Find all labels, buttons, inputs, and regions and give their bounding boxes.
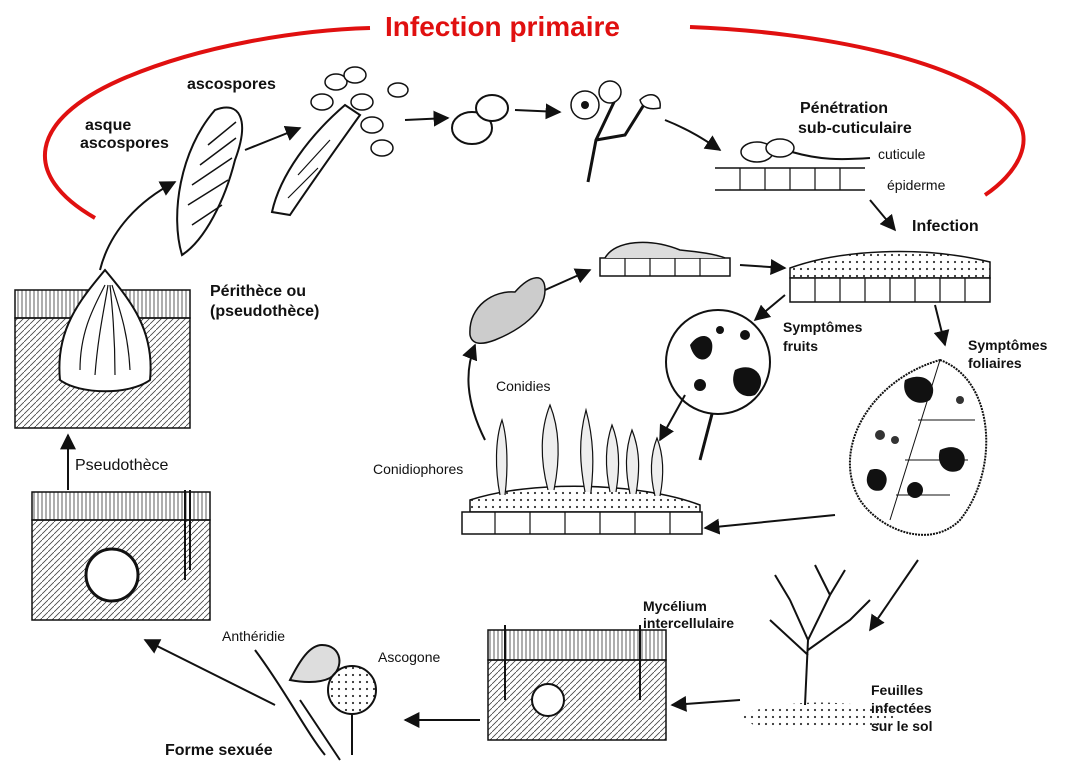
leaf-symptoms-label-line2: foliaires <box>968 355 1022 372</box>
infection-tissue-drawing <box>790 252 990 302</box>
pseudothecium-label: Pseudothèce <box>75 457 168 475</box>
mycelium-drawing <box>488 625 666 740</box>
sexual-form-label: Forme sexuée <box>165 742 273 760</box>
fruit-symptoms-drawing <box>666 310 770 460</box>
conidia-label: Conidies <box>496 378 550 395</box>
penetration-label-line2: sub-cuticulaire <box>798 120 912 138</box>
ascus-drawing <box>177 107 242 255</box>
ascospore-drawing <box>452 95 508 144</box>
fruit-symptoms-label-line2: fruits <box>783 338 818 355</box>
conidiophores-label: Conidiophores <box>373 461 463 478</box>
fallen-leaves-label-line1: Feuilles <box>871 682 923 699</box>
mycelium-label-line1: Mycélium <box>643 598 707 615</box>
perithecium-label-line2: (pseudothèce) <box>210 303 319 321</box>
conidiophores-drawing <box>462 405 702 534</box>
pseudothecium-drawing <box>32 490 210 620</box>
ascogonium-label: Ascogone <box>378 649 440 666</box>
sexual-structures-drawing <box>255 645 376 760</box>
ascospores-label: ascospores <box>187 76 276 94</box>
cuticle-label: cuticule <box>878 146 925 163</box>
germinating-conidium-drawing <box>600 242 730 276</box>
perithecium-label-line1: Périthèce ou <box>210 283 306 301</box>
leaf-symptoms-label-line1: Symptômes <box>968 337 1047 354</box>
penetration-label-line1: Pénétration <box>800 100 888 118</box>
mycelium-label-line2: intercellulaire <box>643 615 734 632</box>
leaf-symptoms-drawing <box>850 360 986 535</box>
fruit-symptoms-label-line1: Symptômes <box>783 319 862 336</box>
conidium-drawing <box>470 278 545 343</box>
epidermis-label: épiderme <box>887 177 945 194</box>
released-ascus-drawing <box>272 67 408 215</box>
penetration-drawing <box>715 139 870 190</box>
antheridium-label: Anthéridie <box>222 628 285 645</box>
fallen-leaves-label-line2: infectées <box>871 700 932 717</box>
diagram-title: Infection primaire <box>385 11 620 43</box>
flowering-twig-drawing <box>571 81 660 182</box>
ascus-label-line2: ascospores <box>80 135 169 153</box>
fallen-leaves-label-line3: sur le sol <box>871 718 932 735</box>
ascus-label-line1: asque <box>85 117 131 135</box>
infection-label: Infection <box>912 218 979 236</box>
perithecium-drawing <box>15 270 190 428</box>
